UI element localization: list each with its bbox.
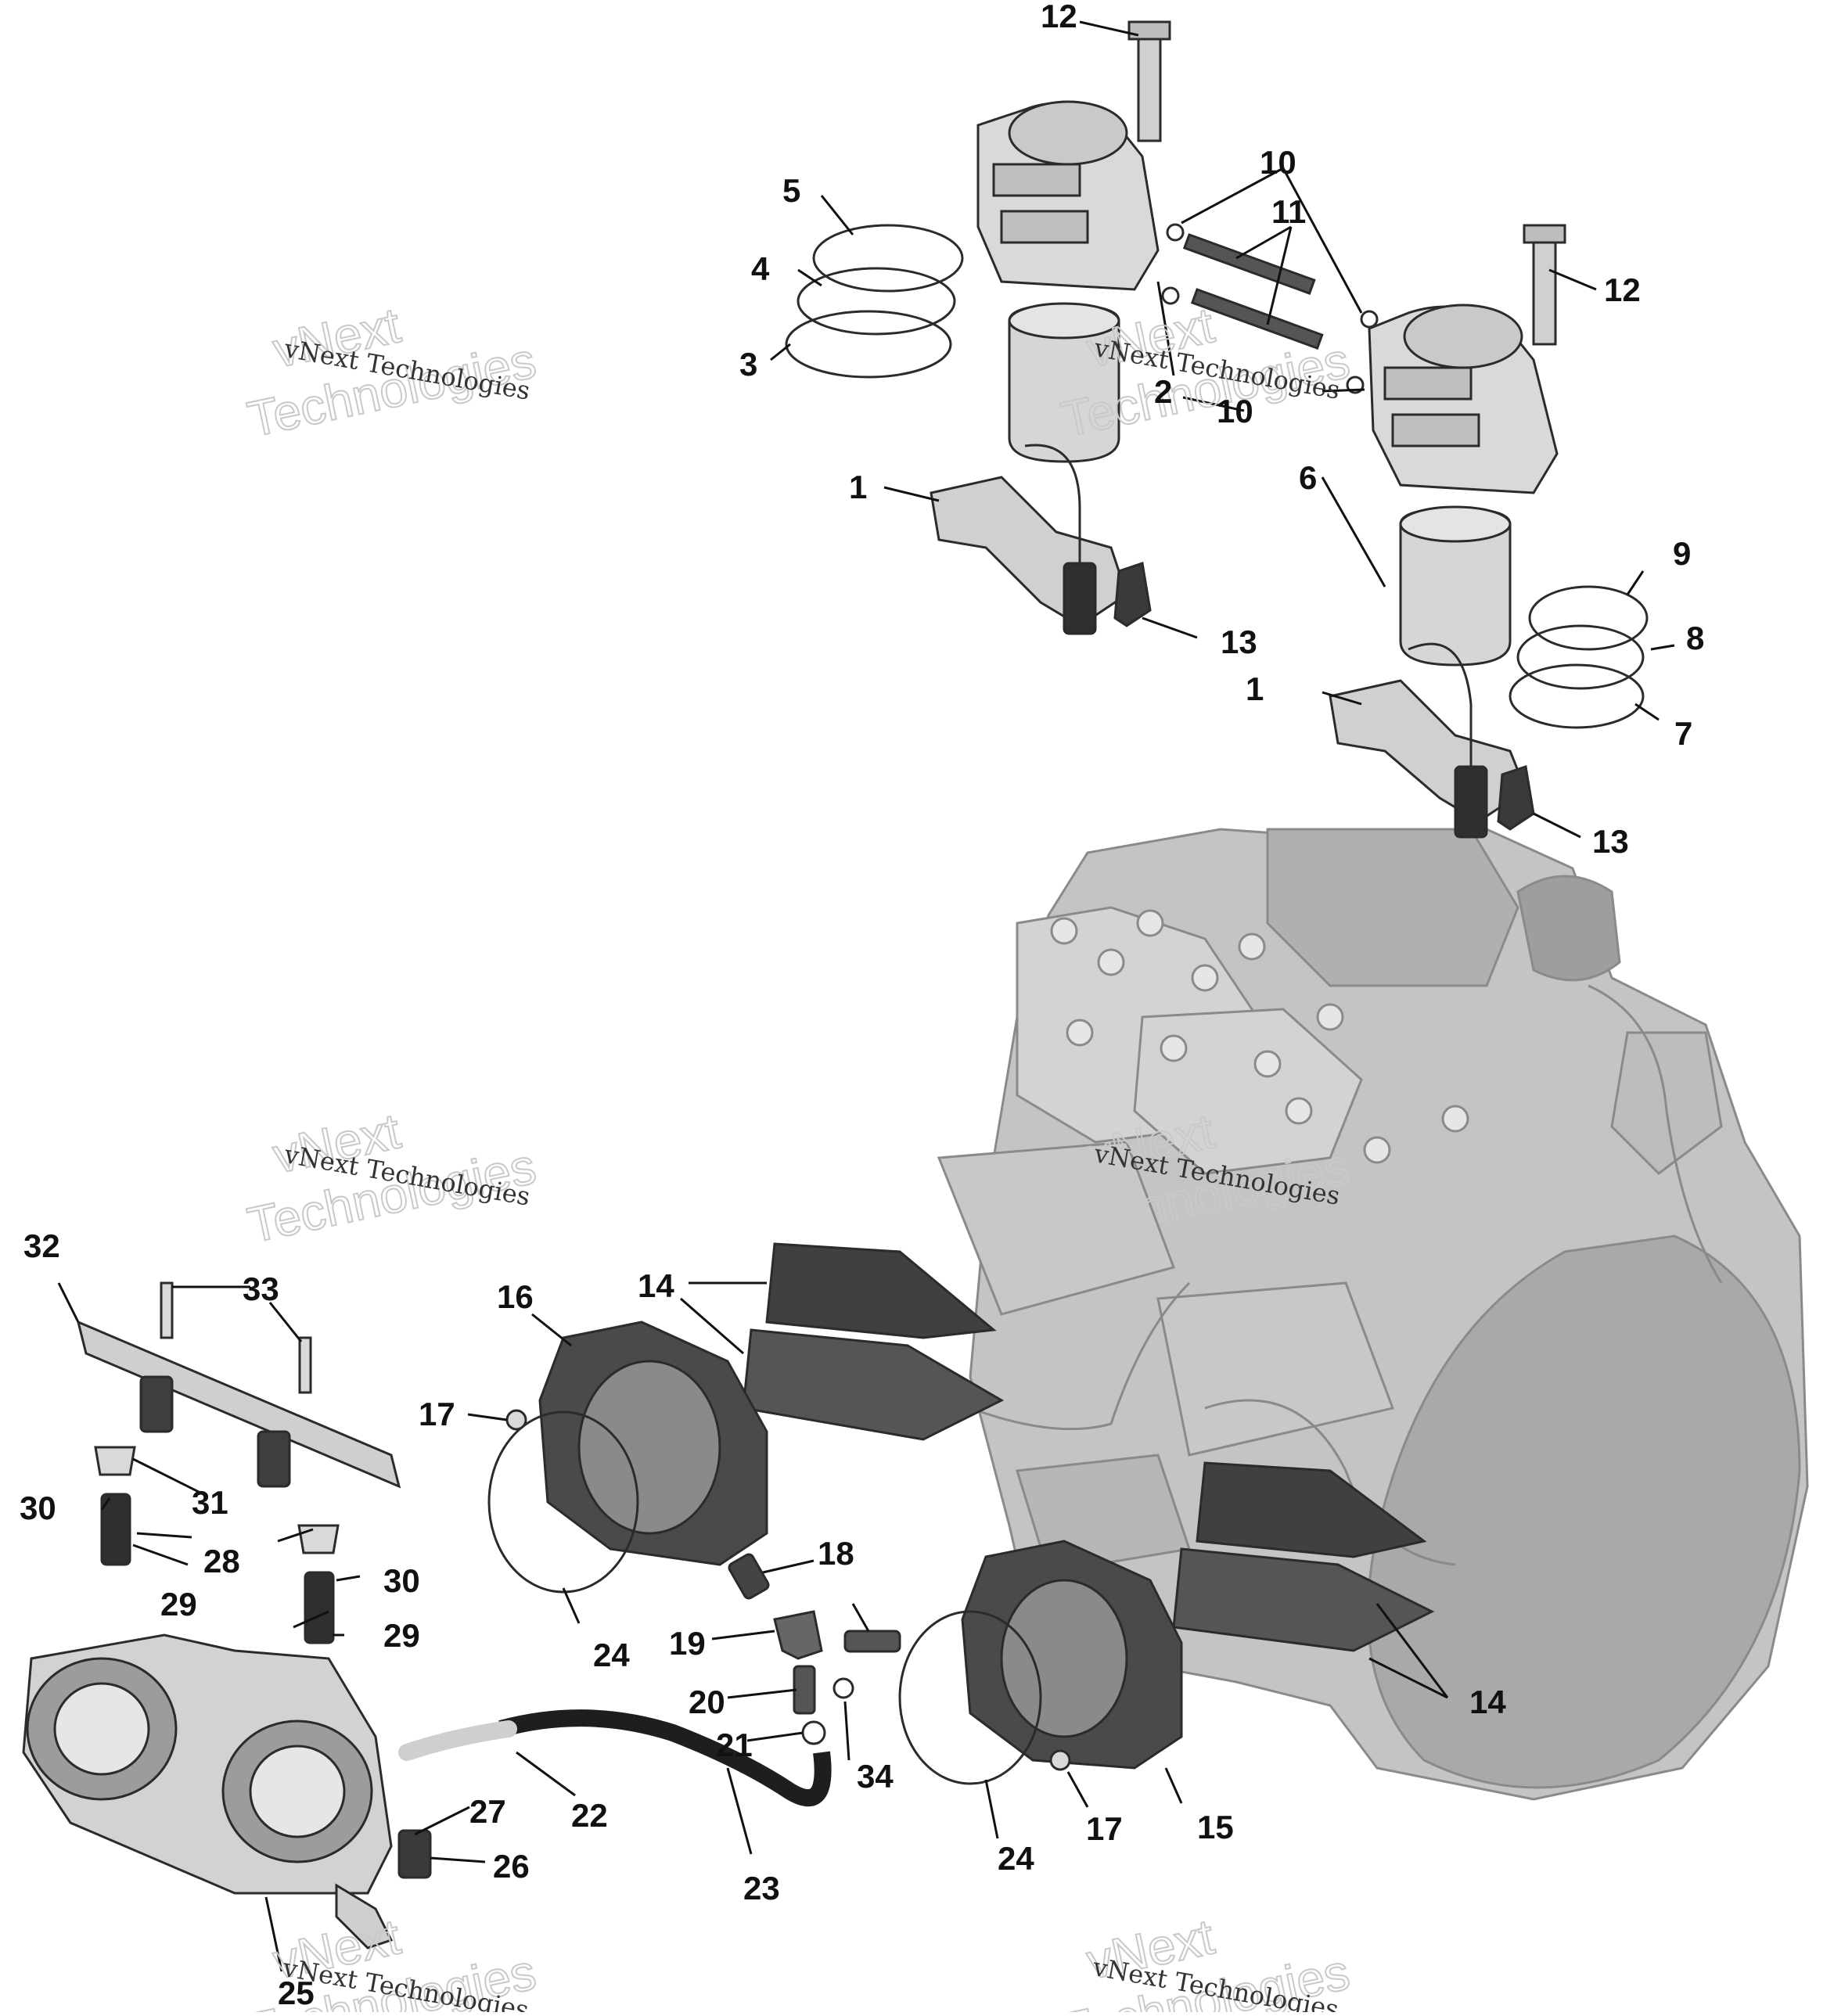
callout-27: 27 xyxy=(469,1793,506,1830)
callout-labels: 12 12 5 4 3 10 11 2 10 1 6 9 8 13 7 1 13… xyxy=(20,0,1704,2011)
o-rings xyxy=(1161,223,1379,394)
reed-valve-lower xyxy=(1172,1461,1435,1652)
callout-10: 10 xyxy=(1260,144,1296,181)
callout-26: 26 xyxy=(493,1848,530,1885)
callout-28: 28 xyxy=(203,1543,240,1579)
callout-23: 23 xyxy=(743,1870,780,1906)
fittings xyxy=(728,1553,901,1745)
filter-housing-right xyxy=(1368,304,1559,494)
callout-20: 20 xyxy=(689,1684,725,1720)
callout-15: 15 xyxy=(1197,1809,1234,1845)
callout-24: 24 xyxy=(593,1637,630,1673)
sensor-harness-right xyxy=(1408,642,1535,839)
callout-1: 1 xyxy=(849,469,867,505)
reed-valve-upper xyxy=(742,1242,1005,1441)
bolt-top-left xyxy=(1127,20,1171,142)
callout-14: 14 xyxy=(638,1267,674,1304)
callout-30: 30 xyxy=(383,1562,420,1599)
callout-2: 2 xyxy=(1154,373,1172,410)
callout-17: 17 xyxy=(1086,1810,1123,1847)
callout-13: 13 xyxy=(1221,623,1257,660)
gasket-right xyxy=(1329,679,1527,823)
oil-filter-right xyxy=(1399,505,1512,667)
leader-lines xyxy=(57,20,1675,1972)
callout-33: 33 xyxy=(243,1270,279,1307)
callout-12: 12 xyxy=(1604,271,1641,308)
callout-21: 21 xyxy=(716,1727,753,1763)
callout-34: 34 xyxy=(857,1758,894,1795)
callout-22: 22 xyxy=(571,1797,608,1834)
sensor-harness-left xyxy=(1024,444,1152,635)
callout-14: 14 xyxy=(1469,1684,1506,1720)
callout-8: 8 xyxy=(1686,620,1704,656)
injectors xyxy=(94,1446,340,1644)
watermark-bottom-right: vNext Technologies xyxy=(1055,1907,1354,2016)
filter-sealing-rings-right xyxy=(1509,585,1649,729)
callout-1: 1 xyxy=(1246,670,1264,707)
callout-13: 13 xyxy=(1592,823,1629,860)
callout-5: 5 xyxy=(782,172,800,209)
callout-19: 19 xyxy=(669,1625,706,1662)
callout-9: 9 xyxy=(1673,535,1691,572)
gasket-left xyxy=(930,476,1128,627)
callout-24: 24 xyxy=(998,1840,1034,1877)
callout-18: 18 xyxy=(818,1535,854,1572)
hose-22-23 xyxy=(398,1709,832,1807)
callout-10: 10 xyxy=(1217,393,1253,429)
callout-31: 31 xyxy=(192,1484,228,1521)
filter-housing-left xyxy=(976,100,1160,291)
callout-6: 6 xyxy=(1299,459,1317,496)
callout-30: 30 xyxy=(20,1490,56,1526)
throttle-body xyxy=(22,1633,432,1950)
callout-4: 4 xyxy=(751,250,770,287)
intake-adaptor-15 xyxy=(961,1540,1183,1770)
callout-12: 12 xyxy=(1041,0,1077,34)
callout-17: 17 xyxy=(419,1396,455,1432)
callout-7: 7 xyxy=(1674,715,1692,752)
filter-sealing-rings-left xyxy=(785,224,964,379)
callout-16: 16 xyxy=(497,1278,534,1315)
callout-11: 11 xyxy=(1271,193,1306,230)
callout-25: 25 xyxy=(278,1975,315,2011)
callout-29: 29 xyxy=(383,1617,420,1654)
clamps xyxy=(487,1410,1042,1785)
callout-32: 32 xyxy=(23,1227,60,1264)
fuel-rail xyxy=(76,1281,401,1489)
callout-29: 29 xyxy=(160,1586,197,1623)
bolt-top-right xyxy=(1523,224,1566,346)
transfer-tubes xyxy=(1182,233,1324,350)
oil-filter-left xyxy=(1008,302,1120,463)
callout-3: 3 xyxy=(739,346,757,383)
intake-adaptor-16 xyxy=(538,1321,768,1566)
